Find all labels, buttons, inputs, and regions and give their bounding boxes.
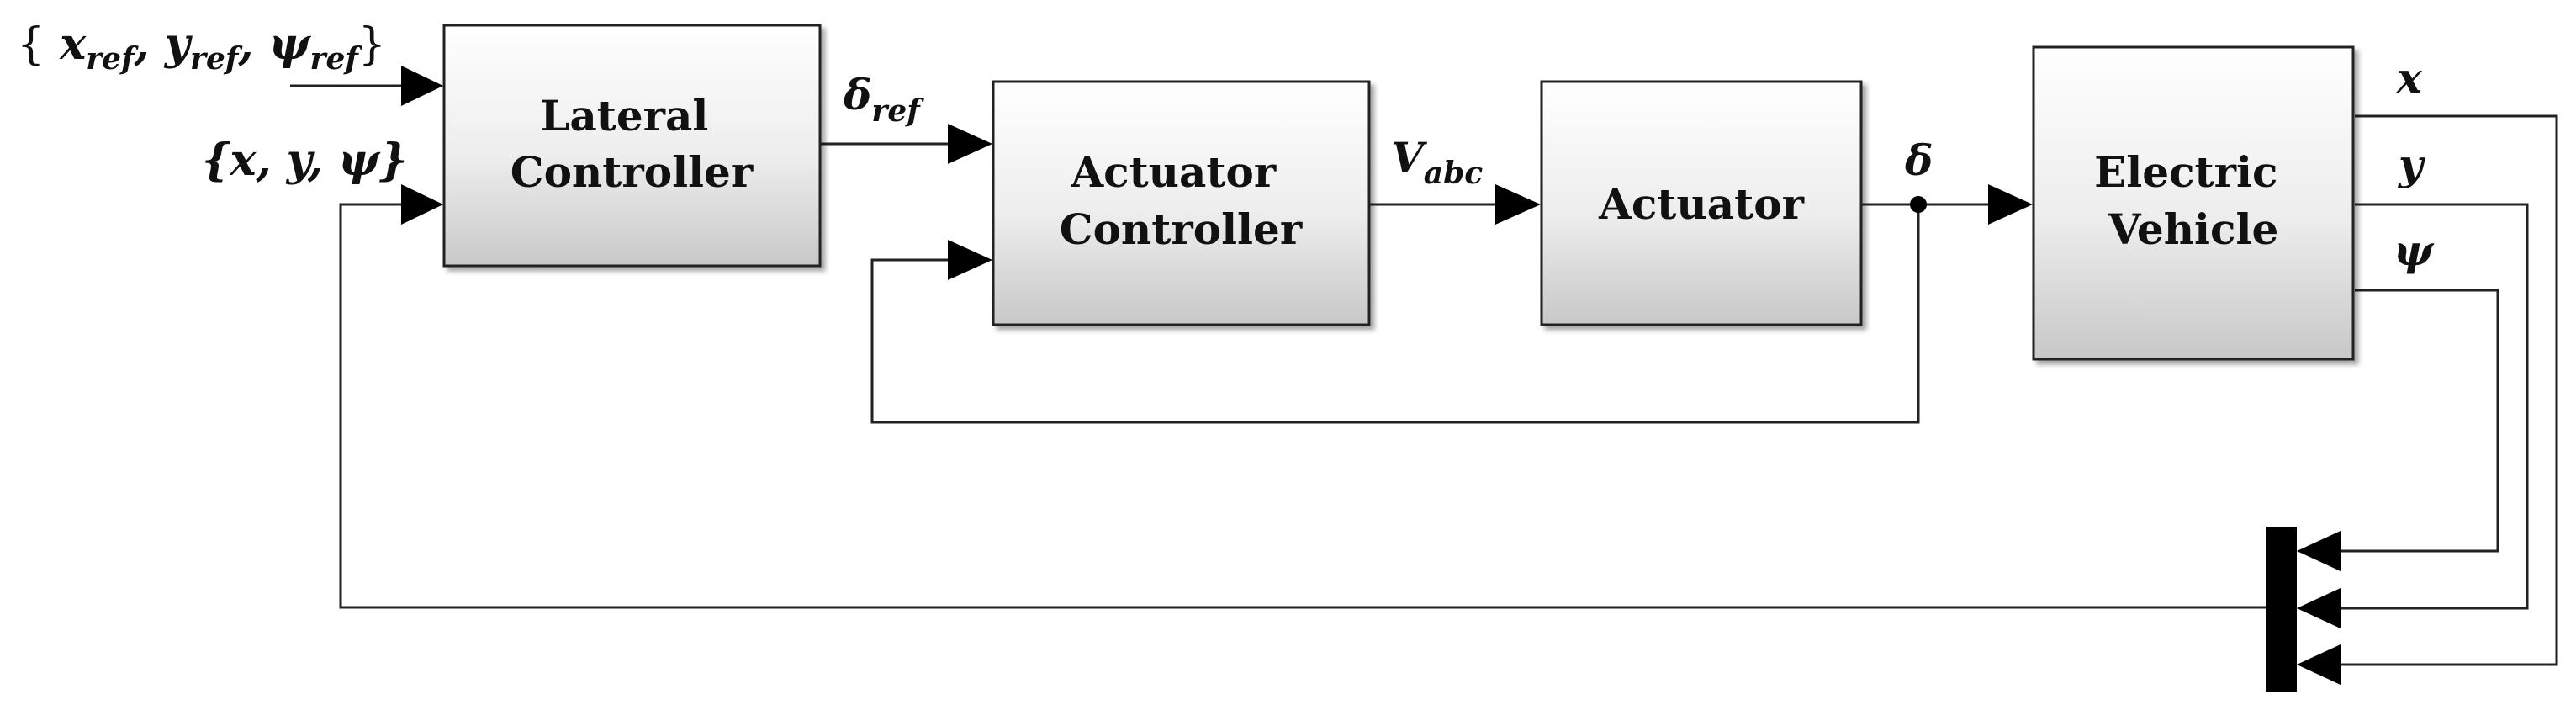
wires — [290, 84, 2558, 666]
mux-bar — [2266, 527, 2297, 692]
actuator-block: Actuator — [1540, 80, 1863, 326]
actuator-controller-label: Actuator Controller — [1060, 147, 1303, 254]
state-input-label: {x, y, ψ} — [202, 135, 408, 186]
arrow-mux-in-1 — [2297, 531, 2341, 571]
lateral-controller-block: Lateral Controller — [442, 24, 822, 268]
arrowheads — [401, 66, 2341, 685]
reference-input-label: { xref, yref, ψref} — [17, 19, 386, 77]
wire-delta-feedback — [870, 204, 1920, 424]
lateral-controller-label: Lateral Controller — [510, 91, 754, 197]
electric-vehicle-label: Electric Vehicle — [2094, 147, 2293, 254]
arrow-delta — [1988, 184, 2033, 225]
electric-vehicle-block: Electric Vehicle — [2032, 45, 2355, 361]
wire-out-x — [2340, 114, 2558, 666]
delta-label: δ — [1904, 135, 1933, 185]
output-psi-label: ψ — [2394, 225, 2435, 275]
wire-out-y — [2340, 203, 2529, 610]
wire-out-psi — [2340, 289, 2499, 553]
arrow-delta-ref — [948, 124, 992, 164]
arrow-state-input — [401, 184, 443, 225]
branch-point — [1910, 196, 1927, 213]
arrow-mux-in-3 — [2297, 644, 2341, 685]
actuator-label: Actuator — [1598, 179, 1805, 229]
wire-state-feedback — [339, 203, 2269, 609]
arrow-delta-feedback — [948, 240, 992, 280]
actuator-controller-block: Actuator Controller — [992, 80, 1371, 326]
output-y-label: y — [2398, 140, 2425, 189]
delta-ref-label: δref — [843, 70, 924, 129]
arrow-ref-input — [401, 66, 443, 106]
arrow-vabc — [1495, 184, 1541, 225]
output-x-label: x — [2396, 53, 2423, 103]
vabc-label: Vabc — [1391, 133, 1483, 191]
arrow-mux-in-2 — [2297, 588, 2341, 628]
